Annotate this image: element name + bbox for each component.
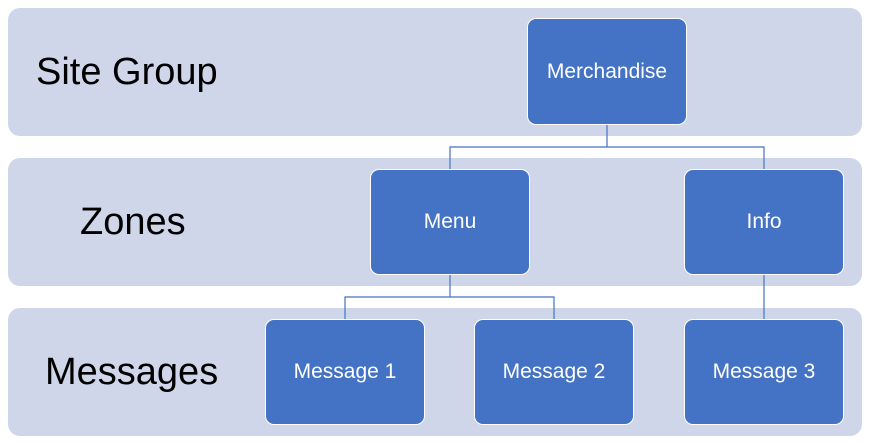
node-menu-label: Menu	[423, 210, 477, 233]
node-merchandise: Merchandise	[527, 18, 687, 125]
node-message-3-label: Message 3	[712, 360, 816, 383]
node-menu: Menu	[370, 169, 530, 275]
level-label-zones: Zones	[80, 201, 186, 243]
node-merchandise-label: Merchandise	[546, 59, 668, 83]
node-info: Info	[684, 169, 844, 275]
connector-merchandise-zones	[449, 125, 765, 170]
level-label-site-group: Site Group	[36, 51, 218, 93]
node-message-1-label: Message 1	[293, 360, 397, 383]
node-info-label: Info	[746, 210, 782, 233]
node-message-2-label: Message 2	[502, 360, 606, 383]
connector-menu-messages	[344, 275, 555, 320]
band-site-group	[8, 8, 862, 136]
node-message-1: Message 1	[265, 319, 425, 425]
level-label-messages: Messages	[45, 351, 219, 393]
node-message-3: Message 3	[684, 319, 844, 425]
node-message-2: Message 2	[474, 319, 634, 425]
